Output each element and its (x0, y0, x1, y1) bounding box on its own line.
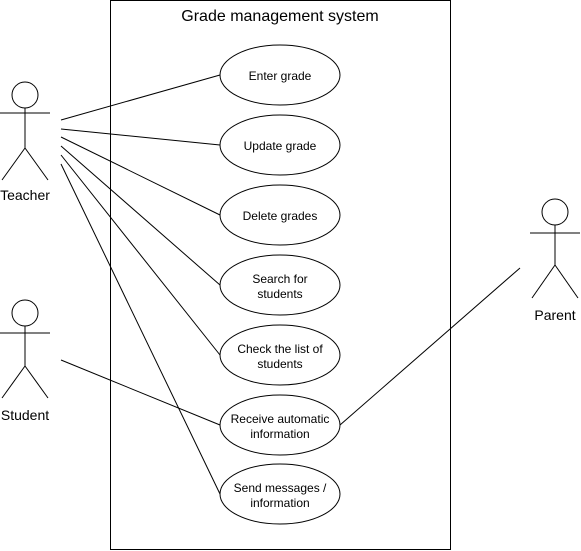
association-teacher-delete-grades (60, 136, 221, 216)
actor-parent-label: Parent (534, 307, 575, 323)
use-case-check-list-label-line-2: students (257, 357, 302, 371)
association-teacher-search-students (60, 145, 221, 286)
actor-student-head-icon (11, 299, 39, 327)
use-case-search-students-label-line-2: students (257, 287, 302, 301)
use-case-check-list-label-line-1: Check the list of (237, 342, 323, 356)
actor-parent-head-icon (541, 198, 569, 226)
use-case-check-list: Check the list of students (219, 324, 341, 386)
use-case-enter-grade: Enter grade (219, 44, 341, 106)
use-case-search-students-label-line-1: Search for (252, 272, 307, 286)
association-parent-receive-info (339, 267, 521, 426)
association-teacher-send-messages (60, 163, 221, 495)
use-case-receive-info-label-line-2: information (250, 427, 309, 441)
association-teacher-enter-grade (60, 74, 221, 121)
association-teacher-update-grade (60, 128, 221, 146)
associations (60, 74, 521, 495)
association-teacher-check-list (60, 154, 221, 356)
use-case-enter-grade-label: Enter grade (249, 69, 312, 83)
actor-student-label: Student (1, 407, 49, 423)
use-case-send-messages-label-line-2: information (250, 496, 309, 510)
actor-parent (530, 198, 580, 299)
actor-teacher (0, 81, 50, 181)
use-case-send-messages: Send messages / information (219, 463, 341, 525)
use-case-send-messages-label-line-1: Send messages / (234, 481, 327, 495)
actor-teacher-head-icon (11, 81, 39, 109)
use-case-search-students: Search for students (219, 254, 341, 316)
use-case-update-grade-label: Update grade (244, 139, 317, 153)
use-case-update-grade: Update grade (219, 114, 341, 176)
actor-student (0, 299, 50, 399)
use-case-delete-grades: Delete grades (219, 184, 341, 246)
actor-teacher-label: Teacher (0, 187, 50, 203)
system-title: Grade management system (181, 8, 378, 25)
use-case-delete-grades-label: Delete grades (243, 209, 318, 223)
association-student-receive-info (60, 359, 221, 426)
use-case-receive-info-label-line-1: Receive automatic (231, 412, 330, 426)
use-case-receive-info: Receive automatic information (219, 394, 341, 456)
